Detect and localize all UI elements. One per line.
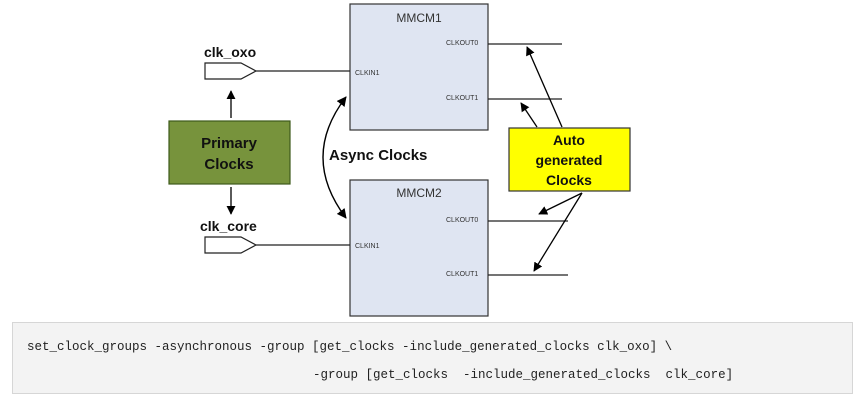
clk-oxo-label: clk_oxo (204, 44, 256, 60)
auto-to-mmcm2-out1-arrow (533, 192, 583, 272)
mmcm2-title: MMCM2 (396, 186, 442, 200)
async-clocks-arrow (322, 96, 347, 219)
primary-clocks-line2: Clocks (204, 156, 253, 173)
clk-oxo-port (204, 62, 258, 80)
async-clocks-label: Async Clocks (329, 147, 427, 164)
auto-generated-box (508, 127, 631, 192)
mmcm2-clkout1-label: CLKOUT1 (446, 271, 478, 278)
mmcm2-block: MMCM2 CLKIN1 CLKOUT0 CLKOUT1 (349, 179, 489, 317)
mmcm2-clkout0-label: CLKOUT0 (446, 217, 478, 224)
primary-clocks-line1: Primary (201, 135, 258, 152)
mmcm1-title: MMCM1 (396, 11, 442, 25)
primary-clocks-box (168, 120, 291, 185)
code-snippet-box: set_clock_groups -asynchronous -group [g… (12, 322, 853, 394)
code-line-1: set_clock_groups -asynchronous -group [g… (27, 340, 673, 354)
mmcm2-clkin-label: CLKIN1 (355, 243, 380, 250)
mmcm2-box (349, 179, 489, 317)
auto-to-mmcm1-out1-arrow (520, 102, 538, 128)
code-line-2: -group [get_clocks -include_generated_cl… (313, 368, 734, 382)
mmcm1-box (349, 3, 489, 131)
auto-to-mmcm1-out0-arrow (526, 46, 563, 128)
clock-diagram: MMCM1 CLKIN1 CLKOUT0 CLKOUT1 MMCM2 CLKIN… (168, 3, 631, 317)
clk-core-label: clk_core (200, 218, 257, 234)
mmcm1-clkout1-label: CLKOUT1 (446, 95, 478, 102)
auto-generated-line2: generated (536, 152, 603, 168)
mmcm1-clkout0-label: CLKOUT0 (446, 40, 478, 47)
mmcm1-block: MMCM1 CLKIN1 CLKOUT0 CLKOUT1 (349, 3, 489, 131)
auto-generated-line3: Clocks (546, 172, 592, 188)
auto-to-mmcm2-out0-arrow (538, 192, 583, 215)
auto-generated-line1: Auto (553, 132, 585, 148)
clk-core-port (204, 236, 258, 254)
mmcm1-clkin-label: CLKIN1 (355, 70, 380, 77)
